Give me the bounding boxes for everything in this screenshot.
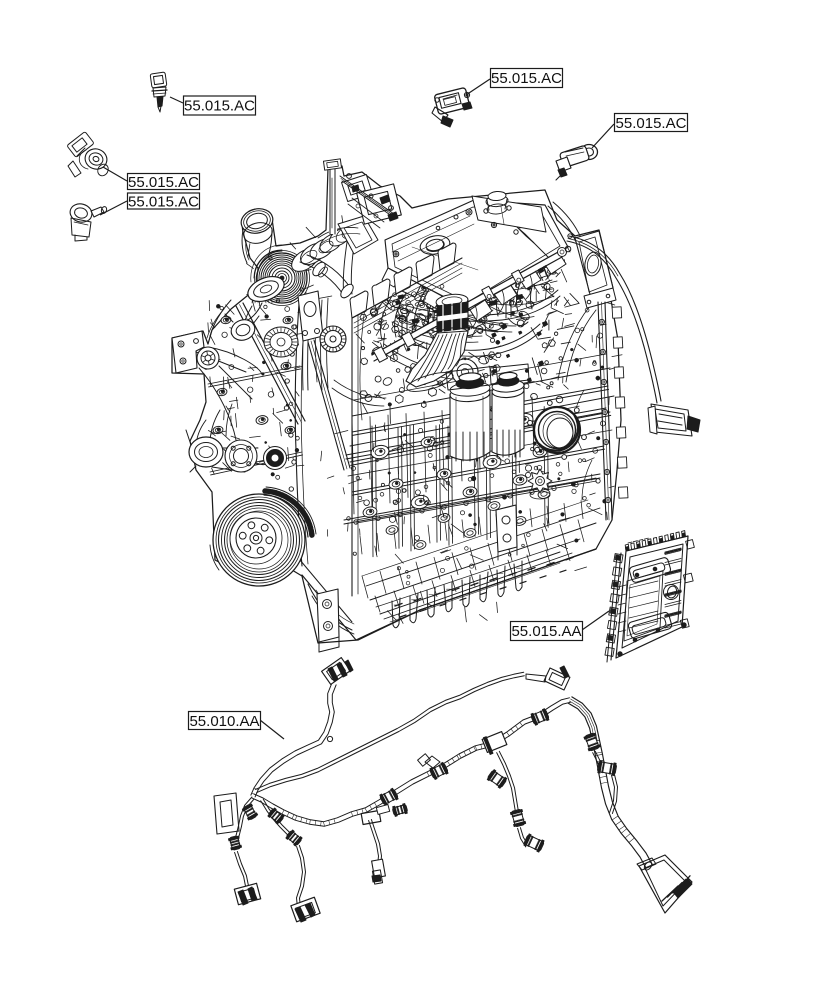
svg-text:55.015.AC: 55.015.AC [491, 70, 562, 87]
svg-text:55.015.AC: 55.015.AC [616, 115, 687, 132]
svg-text:55.015.AC: 55.015.AC [128, 194, 199, 211]
svg-text:55.015.AA: 55.015.AA [511, 623, 581, 640]
svg-text:55.015.AC: 55.015.AC [128, 174, 199, 191]
svg-text:55.015.AC: 55.015.AC [184, 98, 255, 115]
svg-text:55.010.AA: 55.010.AA [189, 713, 259, 730]
